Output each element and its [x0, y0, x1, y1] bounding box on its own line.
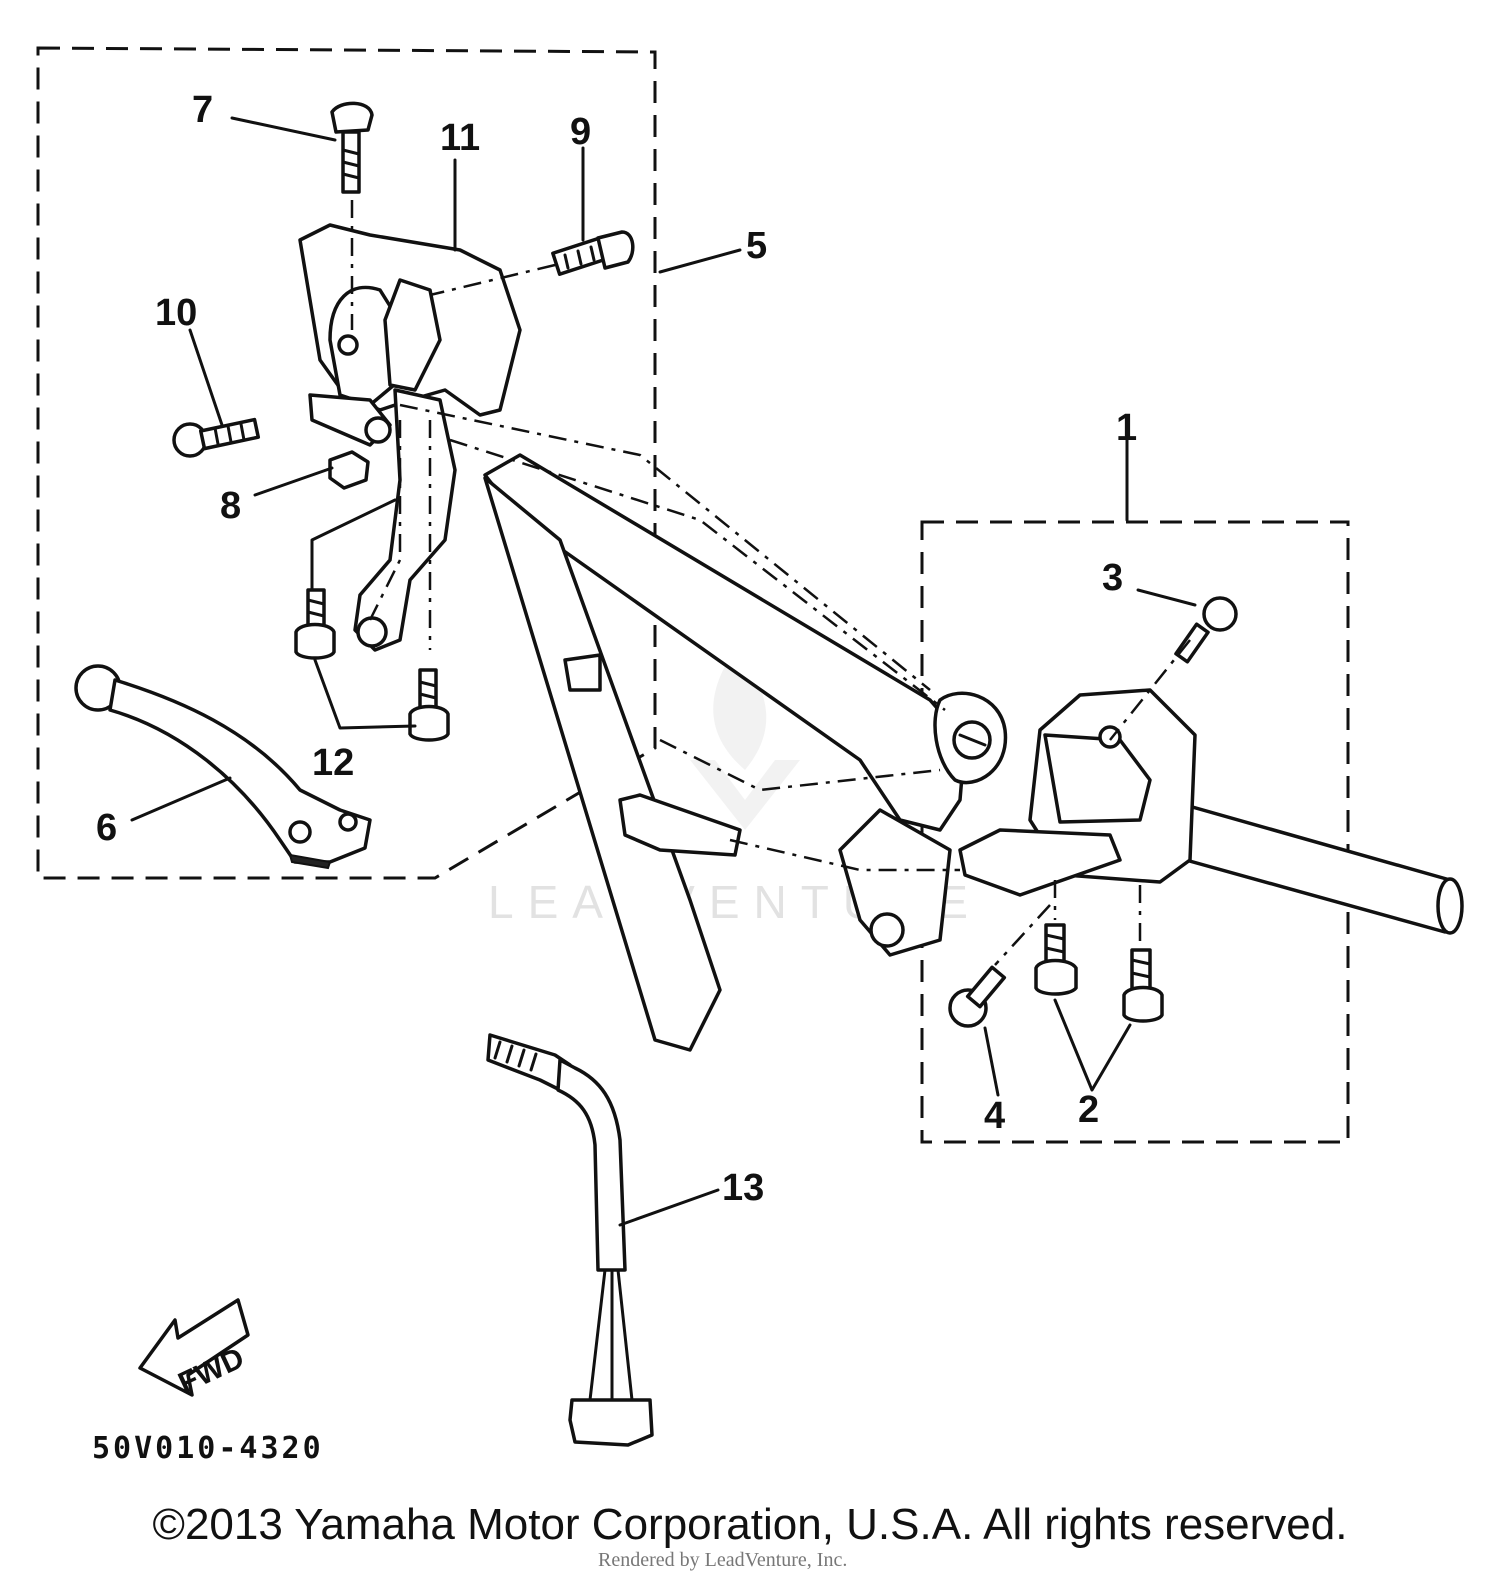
right-switch-housing: [958, 688, 1197, 897]
leader-lines: [130, 116, 1197, 1227]
screw-3: [1174, 596, 1238, 664]
callout-4: 4: [984, 1095, 1005, 1137]
left-lever-bracket: [298, 223, 522, 652]
callout-5: 5: [746, 225, 767, 267]
copyright-notice: ©2013 Yamaha Motor Corporation, U.S.A. A…: [152, 1500, 1348, 1549]
callout-2: 2: [1078, 1089, 1099, 1131]
screw-12b: [408, 668, 450, 742]
callout-9: 9: [570, 111, 591, 153]
left-group-box: [36, 46, 657, 880]
callout-13: 13: [722, 1167, 764, 1209]
screw-2a: [1034, 923, 1078, 996]
callout-1: 1: [1116, 407, 1137, 449]
bolt-9: [551, 230, 635, 276]
callout-10: 10: [155, 292, 197, 334]
rendered-by: Rendered by LeadVenture, Inc.: [598, 1549, 847, 1571]
brake-lever: [74, 664, 372, 870]
bolt-10: [172, 417, 261, 458]
diagram-code: 50V010-4320: [92, 1431, 324, 1466]
handlebar: [483, 453, 1008, 1052]
callout-3: 3: [1102, 557, 1123, 599]
callout-labels: 1 2 3 4 5 6 7 8 9 10 11 12 13: [96, 89, 1137, 1209]
switch-wire-harness: [486, 1033, 654, 1447]
screw-12a: [294, 588, 336, 660]
screw-4: [948, 965, 1007, 1028]
assembly-lines: [350, 200, 1191, 966]
screw-2b: [1122, 948, 1164, 1023]
callout-8: 8: [220, 485, 241, 527]
right-grip: [1148, 793, 1463, 934]
callout-7: 7: [192, 89, 213, 131]
screw-7: [330, 101, 374, 194]
callout-12: 12: [312, 742, 354, 784]
forward-arrow: FWD: [138, 1298, 250, 1400]
callout-6: 6: [96, 807, 117, 849]
nut-8: [328, 450, 370, 490]
callout-11: 11: [440, 117, 480, 159]
